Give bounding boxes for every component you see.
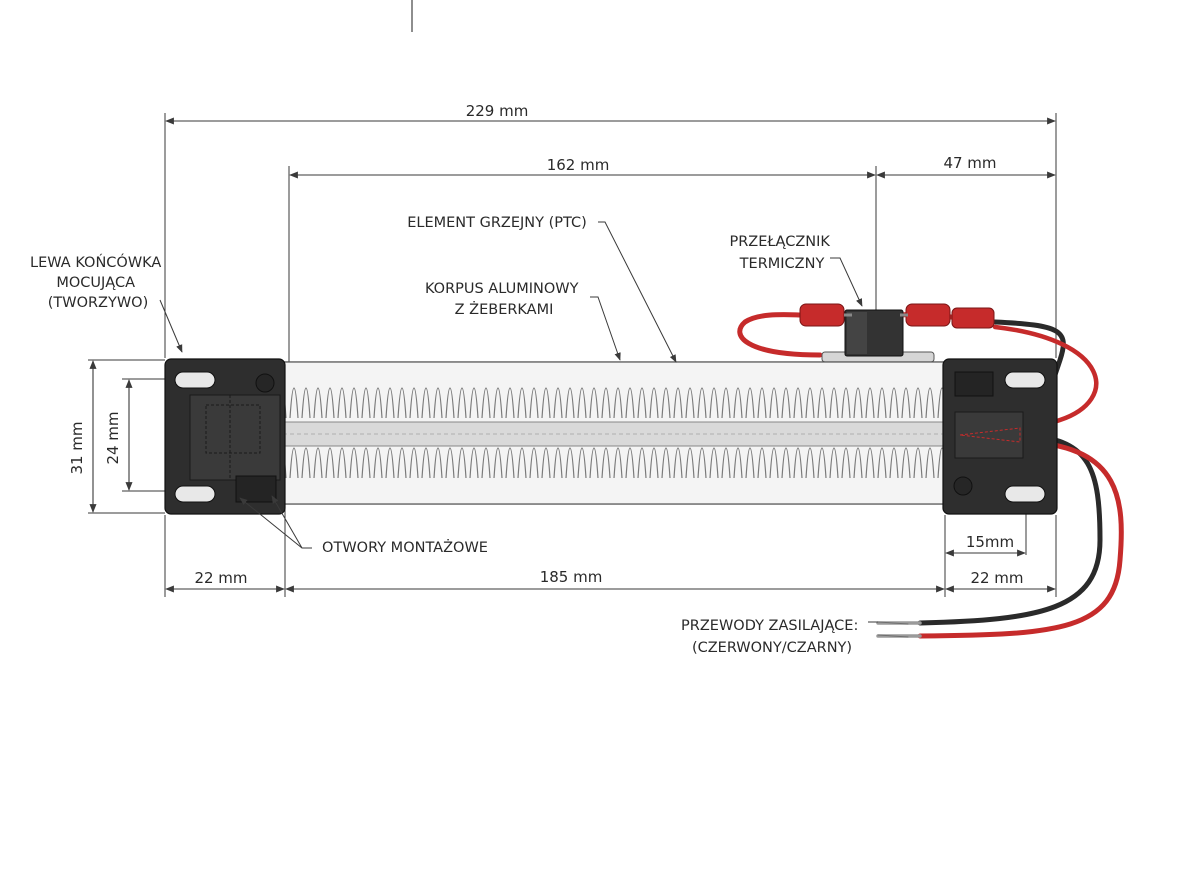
dim-right-end: 22 mm [970,569,1023,587]
dim-mount-height: 24 mm [104,411,122,464]
aluminum-body [282,361,948,505]
left-end-cap [164,358,286,515]
thermal-switch [799,303,995,363]
label-left-end-cap: LEWA KOŃCÓWKA MOCUJĄCA (TWORZYWO) [30,253,166,311]
dim-switch-offset: 47 mm [943,154,996,172]
dim-core-length: 185 mm [540,568,603,586]
leader-heating-element [598,221,677,363]
dim-total-height: 31 mm [68,421,86,474]
leader-thermal-switch [830,257,863,307]
mounting-hole-icon [1004,485,1046,503]
label-heating-element: ELEMENT GRZEJNY (PTC) [407,215,587,231]
dim-left-end: 22 mm [194,569,247,587]
label-thermal-switch: PRZEŁĄCZNIK TERMICZNY [729,234,834,272]
dimension-lines [89,117,1056,593]
mounting-hole-icon [174,371,216,389]
leader-aluminum-body [590,296,621,361]
mounting-hole-icon [1004,371,1046,389]
right-end-cap [942,358,1058,515]
label-power-wires: PRZEWODY ZASILAJĄCE: (CZERWONY/CZARNY) [681,618,863,656]
power-wires [876,433,1124,639]
dim-hole-offset: 15mm [966,533,1014,551]
mounting-hole-icon [174,485,216,503]
label-aluminum-body: KORPUS ALUMINOWY Z ŻEBERKAMI [425,281,583,318]
leader-left-end-cap [159,299,183,353]
label-mounting-holes: OTWORY MONTAŻOWE [322,538,488,556]
leader-lines [159,221,878,623]
leader-mounting-holes-2 [271,495,303,549]
dim-total-length: 229 mm [466,102,529,120]
dim-body-length: 162 mm [547,156,610,174]
